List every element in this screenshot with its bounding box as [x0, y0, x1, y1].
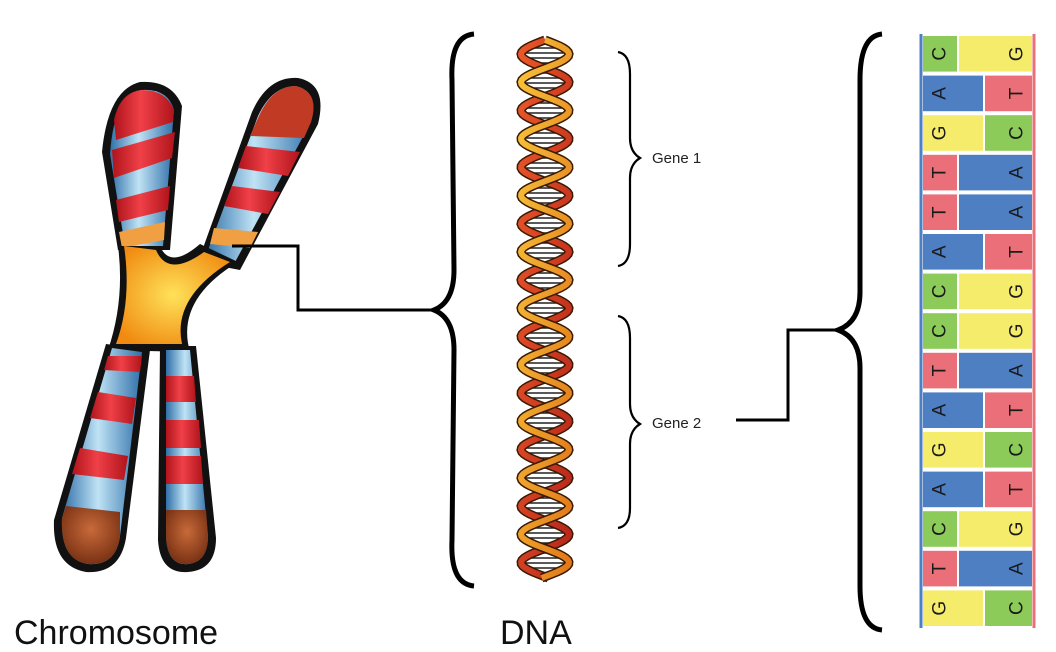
- dna-brace: [427, 31, 475, 589]
- base-block-right: [985, 471, 1032, 508]
- base-block-right: [959, 273, 1032, 310]
- base-block-right: [985, 432, 1032, 468]
- base-block-right: [985, 234, 1032, 270]
- base-letter-left: T: [930, 166, 951, 178]
- dna-label: DNA: [500, 614, 572, 652]
- base-block-left: [923, 590, 983, 626]
- base-letter-left: C: [930, 522, 951, 536]
- base-block-right: [959, 550, 1032, 587]
- chromosome-centromere: [108, 244, 238, 352]
- base-block-left: [923, 273, 957, 310]
- base-letter-left: G: [930, 126, 951, 141]
- base-letter-left: A: [930, 404, 951, 417]
- base-letter-left: C: [930, 285, 951, 299]
- base-block-left: [923, 352, 957, 389]
- base-letter-right: T: [1007, 404, 1028, 416]
- base-block-right: [959, 352, 1032, 389]
- base-block-right: [985, 590, 1032, 626]
- base-letter-left: C: [930, 324, 951, 338]
- base-block-right: [959, 154, 1032, 191]
- base-block-right: [959, 194, 1032, 230]
- base-letter-right: T: [1007, 87, 1028, 99]
- base-letter-left: T: [930, 364, 951, 376]
- base-block-left: [923, 234, 983, 270]
- base-letter-right: C: [1007, 126, 1028, 140]
- base-letter-right: G: [1007, 284, 1028, 299]
- base-letter-right: A: [1007, 562, 1028, 575]
- base-block-left: [923, 154, 957, 191]
- base-block-left: [923, 313, 957, 349]
- gene2-label: Gene 2: [652, 415, 701, 432]
- helix-strand-front: [517, 37, 573, 581]
- chromosome-lower-right-arm: [158, 346, 216, 573]
- gene2-connector-line: [736, 328, 838, 422]
- base-letter-right: T: [1007, 483, 1028, 495]
- base-letter-left: T: [930, 206, 951, 218]
- chromosome: [53, 77, 321, 573]
- base-letter-left: A: [930, 245, 951, 258]
- chromosome-label: Chromosome: [14, 614, 219, 652]
- dna-double-helix: [516, 35, 574, 583]
- base-letter-left: A: [930, 483, 951, 496]
- base-block-left: [923, 36, 957, 72]
- base-block-left: [923, 75, 983, 112]
- base-letter-right: A: [1007, 206, 1028, 219]
- base-block-left: [923, 194, 957, 230]
- base-letter-right: C: [1007, 443, 1028, 457]
- base-block-right: [985, 115, 1032, 151]
- base-block-right: [985, 392, 1032, 428]
- base-block-right: [959, 36, 1032, 72]
- base-letter-left: C: [930, 47, 951, 61]
- base-letter-left: T: [930, 562, 951, 574]
- base-block-left: [923, 511, 957, 547]
- base-letter-right: G: [1007, 324, 1028, 339]
- base-block-left: [923, 392, 983, 428]
- gene2-brace: [617, 314, 643, 530]
- gene1-brace: [617, 50, 643, 268]
- base-letter-left: G: [930, 601, 951, 616]
- base-letter-right: A: [1007, 166, 1028, 179]
- base-block-right: [985, 75, 1032, 112]
- chromosome-connector-line: [232, 244, 434, 312]
- base-block-right: [959, 313, 1032, 349]
- base-block-left: [923, 115, 983, 151]
- gene1-label: Gene 1: [652, 150, 701, 167]
- helix-strand-back: [517, 37, 573, 581]
- base-letter-right: C: [1007, 601, 1028, 615]
- base-letter-left: G: [930, 442, 951, 457]
- base-letter-right: G: [1007, 46, 1028, 61]
- chromosome-upper-left-arm: [102, 81, 182, 250]
- base-block-right: [959, 511, 1032, 547]
- base-block-left: [923, 432, 983, 468]
- base-letter-right: A: [1007, 364, 1028, 377]
- chromosome-upper-right-arm: [198, 77, 321, 270]
- base-block-left: [923, 471, 983, 508]
- chromosome-lower-left-arm: [53, 344, 151, 573]
- base-letter-right: T: [1007, 246, 1028, 258]
- base-pairs-brace: [830, 31, 883, 633]
- base-letter-right: G: [1007, 522, 1028, 537]
- base-block-left: [923, 550, 957, 587]
- base-letter-left: A: [930, 87, 951, 100]
